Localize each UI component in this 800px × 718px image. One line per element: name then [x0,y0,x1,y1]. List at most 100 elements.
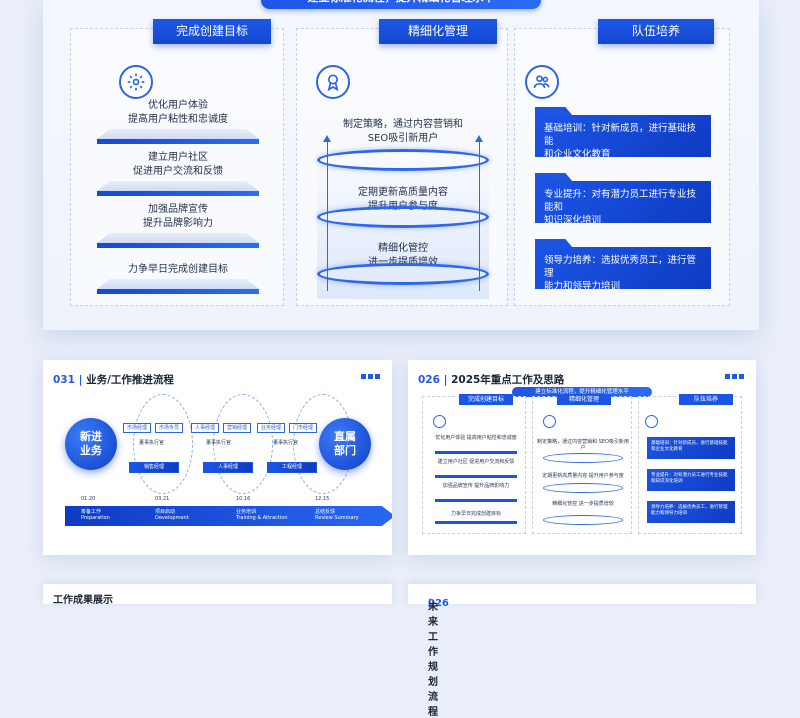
team-card: 领导力培养：选拔优秀员工，进行管理 能力和领导力培训 [535,239,711,292]
team-card-line1: 基础培训：针对新成员，进行基础技能 [544,123,697,147]
timeline-en: Preparation [81,515,110,521]
mini-step: 定期更新高质量内容 提升用户参与度 [542,473,624,479]
timeline-date: 10.16 [236,496,251,502]
mini-step: 力争早日完成创建目标 [450,511,501,517]
preview-slide-priorities[interactable]: 026 | 2025年重点工作及思路 建立标准化流程，提升精细化管理水平 完成创… [408,360,756,555]
mini-column-title: 完成创建目标 [459,394,513,405]
slide-banner: 建立标准化流程，提升精细化管理水平 [261,0,541,9]
team-card: 基础培训：针对新成员，进行基础技能 和企业文化教育 [535,107,711,160]
goal-step-line2: 提高用户粘性和忠诚度 [128,114,228,125]
flow-tag: 业务经理 [257,423,285,433]
end-circle-line1: 直属 [334,430,356,443]
mini-step: 加强品牌宣传 提升品牌影响力 [442,483,510,489]
team-card: 专业提升：对有潜力员工进行专业技能和 知识深化培训 [535,173,711,226]
mini-ring [543,515,623,525]
goal-step-line1: 优化用户体验 [148,100,208,111]
end-circle: 直属部门 [319,418,371,470]
mini-step: 优化用户体验 提高用户粘性和忠诚度 [435,435,517,441]
award-icon [316,65,350,99]
gear-icon [433,415,446,428]
award-icon [543,415,556,428]
mini-card: 基础培训：针对新成员，进行基础技能和企业文化教育 [647,437,735,459]
mini-card: 专业提升：对有潜力员工进行专业技能和知识深化培训 [647,469,735,491]
timeline-cn: 业务培训 [236,509,257,515]
timeline-en: Training & Attraction [236,515,288,521]
start-circle-line1: 新进 [80,430,102,443]
timeline-date: 01.20 [81,496,96,502]
goal-step: 建立用户社区 促进用户交流和反馈 [97,151,259,197]
column-team: 队伍培养 基础培训：针对新成员，进行基础技能 和企业文化教育 专业提升：对有潜力… [514,19,730,306]
column-title-management: 精细化管理 [379,19,497,44]
ring [317,263,489,285]
mini-base [435,451,517,454]
preview-title: 026 | 2025年重点工作及思路 [418,374,565,386]
management-item-line1: 精细化管控 [378,243,428,254]
goal-step-line1: 加强品牌宣传 [148,204,208,215]
flow-tag: 市场专员 [155,423,183,433]
mini-base [435,521,517,524]
timeline-en: Review Summary [315,515,359,521]
mini-column-title: 精细化管理 [557,394,611,405]
flow-tag: 营销经理 [223,423,251,433]
timeline-cn: 项目启动 [155,509,176,515]
dashed-ring [133,394,193,494]
team-card-line1: 专业提升：对有潜力员工进行专业技能和 [544,189,697,213]
ring [317,149,489,171]
timeline-cn: 筹备工作 [81,509,102,515]
mini-column: 完成创建目标 优化用户体验 提高用户粘性和忠诚度 建立用户社区 促进用户交流和反… [422,394,526,534]
mini-step: 建立用户社区 促进用户交流和反馈 [437,459,515,465]
mini-column-title: 队伍培养 [679,394,733,405]
mini-base [435,475,517,478]
preview-title-text: 业务/工作推进流程 [86,374,174,386]
timeline-arrow [65,506,392,526]
team-card-line1: 领导力培养：选拔优秀员工，进行管理 [544,255,697,279]
mini-column: 队伍培养 基础培训：针对新成员，进行基础技能和企业文化教育 专业提升：对有潜力员… [638,394,742,534]
goal-step-line1: 力争早日完成创建目标 [128,264,228,275]
management-item-line2: SEO吸引新用户 [367,133,439,144]
ring [317,206,489,228]
preview-title-text: 未来工作规划流程 [428,602,438,718]
flow-tag-solid: 工程经理 [267,462,317,473]
arrow-up-icon [475,135,483,142]
goal-step-bar [97,279,259,295]
team-card-line2: 能力和领导力培训 [544,281,621,292]
mini-column: 精细化管理 制定策略，通过内容营销和 SEO吸引新用户 定期更新高质量内容 提升… [532,394,632,534]
column-goals: 完成创建目标 优化用户体验 提高用户粘性和忠诚度 建立用户社区 促进用户交流和反… [70,19,284,306]
preview-number: 026 [418,374,440,386]
mini-step: 制定策略，通过内容营销和 SEO吸引新用户 [537,439,629,451]
users-icon [525,65,559,99]
decor-dots [725,374,744,379]
users-icon [645,415,658,428]
preview-title-text: 工作成果展示 [53,595,113,606]
preview-slide-workflow[interactable]: 031 | 业务/工作推进流程 新进业务 直属部门 市场经理 市场专员 人事经理… [43,360,392,555]
timeline-cn: 总结反馈 [315,509,336,515]
start-circle-line2: 业务 [80,444,102,457]
preview-slide-plan[interactable]: 026 | 未来工作规划流程 [408,584,756,718]
flow-tag-solid: 销售经理 [129,462,179,473]
goal-step: 加强品牌宣传 提升品牌影响力 [97,203,259,249]
end-circle-line2: 部门 [334,444,356,457]
management-item: 制定策略，通过内容营销和 SEO吸引新用户 [307,118,499,146]
dashed-ring [213,394,273,494]
goal-step-line1: 建立用户社区 [148,152,208,163]
timeline-en: Development [155,515,189,521]
goal-step-line2: 提升品牌影响力 [143,218,213,229]
mini-base [435,499,517,502]
goal-step: 优化用户体验 提高用户粘性和忠诚度 [97,99,259,145]
preview-banner: 建立标准化流程，提升精细化管理水平 [512,387,652,397]
flow-label: 董事执行官 [206,440,232,446]
goal-step-bar [97,129,259,145]
timeline-date: 12.15 [315,496,330,502]
flow-label: 董事执行官 [273,440,299,446]
management-item-line1: 制定策略，通过内容营销和 [343,119,463,130]
preview-slide-results[interactable]: 工作成果展示 [43,584,392,606]
flow-tag: 人事经理 [191,423,219,433]
timeline-date: 03.21 [155,496,170,502]
column-title-team: 队伍培养 [598,19,714,44]
flow-label: 董事执行官 [139,440,165,446]
flow-tag: 门市经理 [289,423,317,433]
flow-tag: 市场经理 [123,423,151,433]
column-management: 精细化管理 制定策略，通过内容营销和 SEO吸引新用户 定期更新高质量内容 提升… [296,19,508,306]
